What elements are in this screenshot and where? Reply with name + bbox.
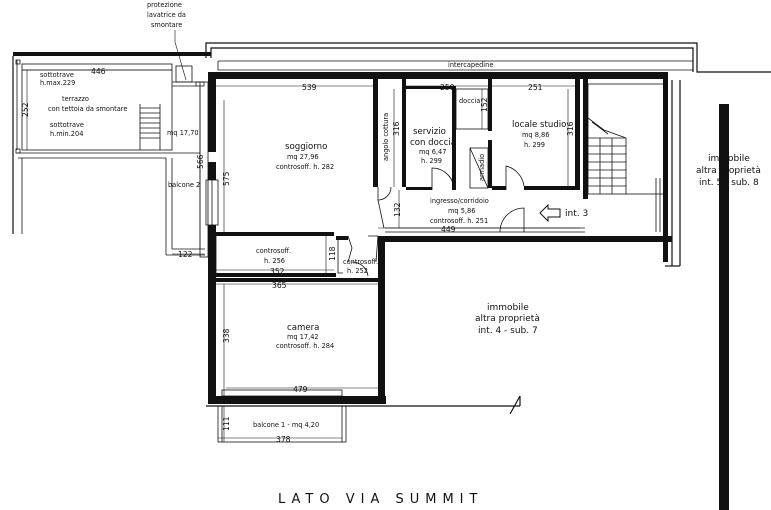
dim-122: 122	[178, 250, 193, 259]
terrazzo-hmin-label: h.min.204	[50, 130, 83, 138]
camera-name: camera	[287, 323, 319, 333]
dim-575: 575	[222, 171, 231, 186]
dim-539: 539	[302, 83, 317, 92]
angolo-cottura-label: angolo cottura	[382, 113, 390, 161]
ingresso-ceiling: controsoff. h. 251	[430, 217, 488, 225]
dim-446: 446	[91, 67, 106, 76]
servizio-name-1: servizio	[413, 127, 446, 137]
protezione-label-3: smontare	[151, 21, 182, 29]
ingresso-name: ingresso/corridoio	[430, 197, 489, 205]
balcone-1-label: balcone 1 - mq 4,20	[253, 421, 319, 429]
locale-studio-name: locale studio	[512, 120, 566, 130]
terrazzo-sottotrave-max-label: sottotrave	[40, 71, 74, 79]
camera-area: mq 17,42	[287, 333, 319, 341]
ingresso-area: mq 5,86	[448, 207, 475, 215]
terrazzo-sottotrave-min-label: sottotrave	[50, 121, 84, 129]
dim-152: 152	[480, 97, 489, 112]
balcone-1	[217, 389, 347, 443]
intercapedine-label: intercapedine	[448, 61, 493, 69]
right-border-bar	[719, 104, 729, 510]
immobile-sub8-label-2: altra proprietà	[696, 166, 761, 176]
locale-studio-area: mq 8,86	[522, 131, 549, 139]
soggiorno-area: mq 27,96	[287, 153, 319, 161]
terrazzo-stairs	[139, 104, 161, 150]
controsoff-b-label-2: h. 252	[347, 267, 368, 275]
soggiorno-name: soggiorno	[285, 142, 327, 152]
dim-338: 338	[222, 328, 231, 343]
dim-352: 352	[270, 267, 285, 276]
doccia-label: doccia	[459, 97, 480, 105]
balcone-2-label: balcone 2	[168, 181, 200, 189]
controsoff-a-label-2: h. 256	[264, 257, 285, 265]
immobile-sub7-label-1: immobile	[487, 303, 529, 313]
dim-449: 449	[441, 225, 456, 234]
dimension-lines	[199, 85, 580, 442]
int3-label: int. 3	[565, 209, 588, 219]
dim-132: 132	[393, 202, 402, 217]
immobile-sub7-label-2: altra proprietà	[475, 314, 540, 324]
dim-316b: 316	[566, 121, 575, 136]
controsoff-a-label-1: controsoff.	[256, 247, 291, 255]
dim-479: 479	[293, 385, 308, 394]
immobile-sub8-label-3: int. 5 - sub. 8	[699, 178, 759, 188]
soggiorno-ceiling: controsoff. h. 282	[276, 163, 334, 171]
dim-251: 251	[528, 83, 543, 92]
dim-111: 111	[222, 416, 231, 431]
terrazzo-hmax-label: h.max.229	[40, 79, 75, 87]
protezione-label-1: protezione	[147, 1, 182, 9]
terrazzo-tettoia-label: con tettoia da smontare	[48, 105, 127, 113]
servizio-area: mq 6,47	[419, 148, 446, 156]
dim-316a: 316	[392, 121, 401, 136]
immobile-sub7-label-3: int. 4 - sub. 7	[478, 326, 538, 336]
terrazzo-area: mq 17,70	[167, 129, 199, 137]
servizio-ceiling: h. 299	[421, 157, 442, 165]
dim-566: 566	[196, 154, 205, 169]
terrazzo-name: terrazzo	[62, 95, 89, 103]
dim-250: 250	[440, 83, 455, 92]
locale-studio-ceiling: h. 299	[524, 141, 545, 149]
protezione-label-2: lavatrice da	[147, 11, 186, 19]
dim-365: 365	[272, 281, 287, 290]
interior-walls	[215, 79, 585, 282]
doors	[351, 165, 525, 277]
immobile-sub8-label-1: immobile	[708, 154, 750, 164]
camera-ceiling: controsoff. h. 284	[276, 342, 334, 350]
controsoff-b-label-1: controsoff.	[343, 258, 378, 266]
armadio-label: armadio	[478, 154, 486, 181]
stairwell	[587, 83, 665, 195]
servizio-name-2: con doccia	[410, 138, 456, 148]
int3-entrance-arrow-icon	[539, 203, 561, 223]
dim-118: 118	[328, 246, 337, 261]
dim-252: 252	[21, 102, 30, 117]
sub8-edge	[655, 178, 680, 267]
street-side-label: LATO VIA SUMMIT	[278, 492, 483, 507]
dim-378: 378	[276, 435, 291, 444]
apartment-walls	[205, 42, 771, 407]
